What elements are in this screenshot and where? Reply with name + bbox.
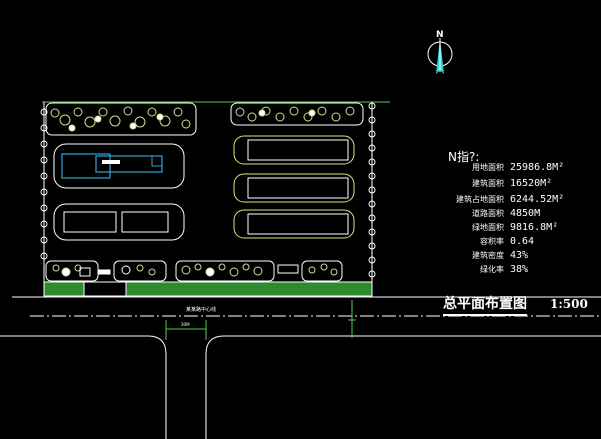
stat-label: 容积率	[480, 237, 504, 246]
stat-value: 16520M²	[510, 178, 553, 189]
stat-value: 9816.8M²	[510, 222, 559, 233]
stat-row-plot-ratio: 容积率 0.64	[448, 236, 598, 249]
north-arrow-icon	[427, 38, 453, 74]
gatehouse	[79, 267, 111, 277]
building-group-lower-left	[53, 203, 185, 241]
stat-row-green-ratio: 绿化率 38%	[448, 264, 598, 277]
stat-label: 道路面积	[472, 209, 504, 218]
plan-title: 总平面布置图	[443, 293, 527, 316]
stat-row-footprint: 建筑占地面积 6244.52M²	[448, 194, 598, 207]
tree-column-right	[368, 102, 376, 278]
building-cyan-a	[61, 153, 111, 179]
tree-column-left	[40, 108, 48, 260]
stat-row-building-area: 建筑面积 16520M²	[448, 178, 598, 191]
stat-value: 38%	[510, 264, 529, 275]
building-cyan-c	[151, 155, 163, 167]
plan-scale: 1:500	[550, 297, 588, 311]
road-label: 某某路中心线	[186, 307, 217, 313]
stat-row-site-area: 用地面积 25986.8M²	[448, 162, 598, 175]
stat-label: 建筑占地面积	[456, 195, 504, 204]
stat-label: 绿化率	[480, 265, 504, 274]
stat-label: 绿地面积	[472, 223, 504, 232]
dimension-marks	[165, 300, 356, 340]
dimension-label: 30M	[181, 322, 190, 327]
stat-value: 6244.52M²	[510, 194, 565, 205]
stat-value: 43%	[510, 250, 529, 261]
tree-row-top-left	[45, 102, 197, 136]
stat-value: 25986.8M²	[510, 162, 565, 173]
building-group-yellow	[233, 135, 355, 239]
stat-value: 4850M	[510, 208, 541, 219]
stats-title: N指?:	[448, 150, 480, 164]
road	[0, 296, 601, 439]
green-belt	[43, 281, 373, 297]
building-group-cyan	[53, 143, 185, 189]
stat-row-road-area: 道路面积 4850M	[448, 208, 598, 221]
north-letter: N	[436, 30, 444, 40]
stat-value: 0.64	[510, 236, 535, 247]
tree-row-top-right	[230, 102, 364, 126]
stat-label: 建筑密度	[472, 251, 504, 260]
stat-label: 建筑面积	[472, 179, 504, 188]
building-label-block	[102, 160, 120, 164]
stat-row-green-area: 绿地面积 9816.8M²	[448, 222, 598, 235]
stat-row-density: 建筑密度 43%	[448, 250, 598, 263]
stat-label: 用地面积	[472, 163, 504, 172]
building-left-upper-frame	[53, 143, 185, 189]
